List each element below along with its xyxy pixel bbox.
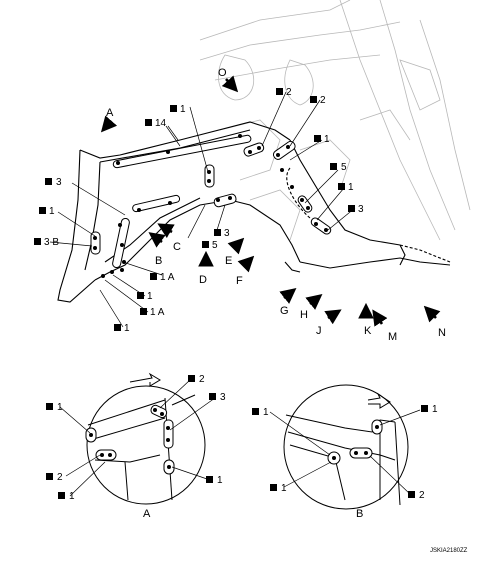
detail-view-b: 1 1 1 2 B [252,384,438,520]
detail-view-a: 2 3 1 2 1 1 A [46,372,226,520]
detail-a-callout-1-bottom: 1 [69,491,75,502]
view-arrow-C [157,223,175,239]
view-arrow-A [100,115,118,133]
callout-squares [34,88,355,331]
callout-5-mid: 5 [212,240,218,251]
view-arrow-N [423,305,441,323]
view-label-K: K [364,325,372,337]
detail-a-callout-1-right: 1 [217,475,223,486]
detail-a-callout-3: 3 [220,392,226,403]
view-label-D: D [199,274,207,286]
view-label-J: J [316,325,322,337]
background-body-structure [199,0,471,241]
callout-1-right: 1 [324,134,330,145]
callout-1-low: 1 [147,291,153,302]
detail-b-callout-2: 2 [419,490,425,501]
callout-3b: 3 B [44,237,59,248]
callout-5-right: 5 [341,162,347,173]
callout-3-right: 3 [358,204,364,215]
view-label-B: B [155,255,162,267]
spot-marks [93,134,328,278]
view-letters: O A B C D E F G H J K M N [106,67,446,343]
view-label-M: M [388,331,397,343]
callout-1-left: 1 [49,206,55,217]
view-label-C: C [173,241,181,253]
detail-a-callout-1-left: 1 [57,402,63,413]
reference-code: JSKIA2180ZZ [430,548,468,554]
view-arrow-E [227,237,245,255]
view-arrow-J [324,309,342,325]
callout-1-bottom: 1 [124,323,130,334]
view-arrow-B [148,232,166,248]
callout-1-top: 1 [180,104,186,115]
view-label-N: N [438,327,446,339]
callout-2-top: 2 [286,87,292,98]
callout-14: 14 [155,118,167,129]
view-arrow-G [279,288,297,304]
callout-1a: 1 A [160,272,175,283]
view-label-E: E [225,255,232,267]
view-arrow-H [305,294,323,310]
callout-1a-low: 1 A [150,307,165,318]
callout-3-mid: 3 [224,228,230,239]
detail-b-title: B [356,508,363,520]
detail-a-callout-2: 2 [199,374,205,385]
view-label-H: H [300,309,308,321]
detail-b-callout-1-right: 1 [432,404,438,415]
view-arrow-F [237,255,255,273]
view-arrows [100,75,441,327]
detail-a-callout-2-left: 2 [57,472,63,483]
view-arrow-M [372,309,388,327]
callout-3-left: 3 [56,177,62,188]
view-label-O: O [218,67,227,79]
view-label-A: A [106,107,114,119]
detail-b-callout-1-left: 1 [263,407,269,418]
view-label-G: G [280,305,289,317]
callout-numbers: 2 2 1 14 1 5 1 3 3 1 3 B 5 3 1 A 1 1 A 1 [44,87,364,334]
detail-a-title: A [143,508,151,520]
view-label-F: F [236,275,243,287]
callout-2-top-b: 2 [320,95,326,106]
callout-1-right2: 1 [348,182,354,193]
detail-b-callout-1-bottom: 1 [281,483,287,494]
view-arrow-O [221,75,239,93]
